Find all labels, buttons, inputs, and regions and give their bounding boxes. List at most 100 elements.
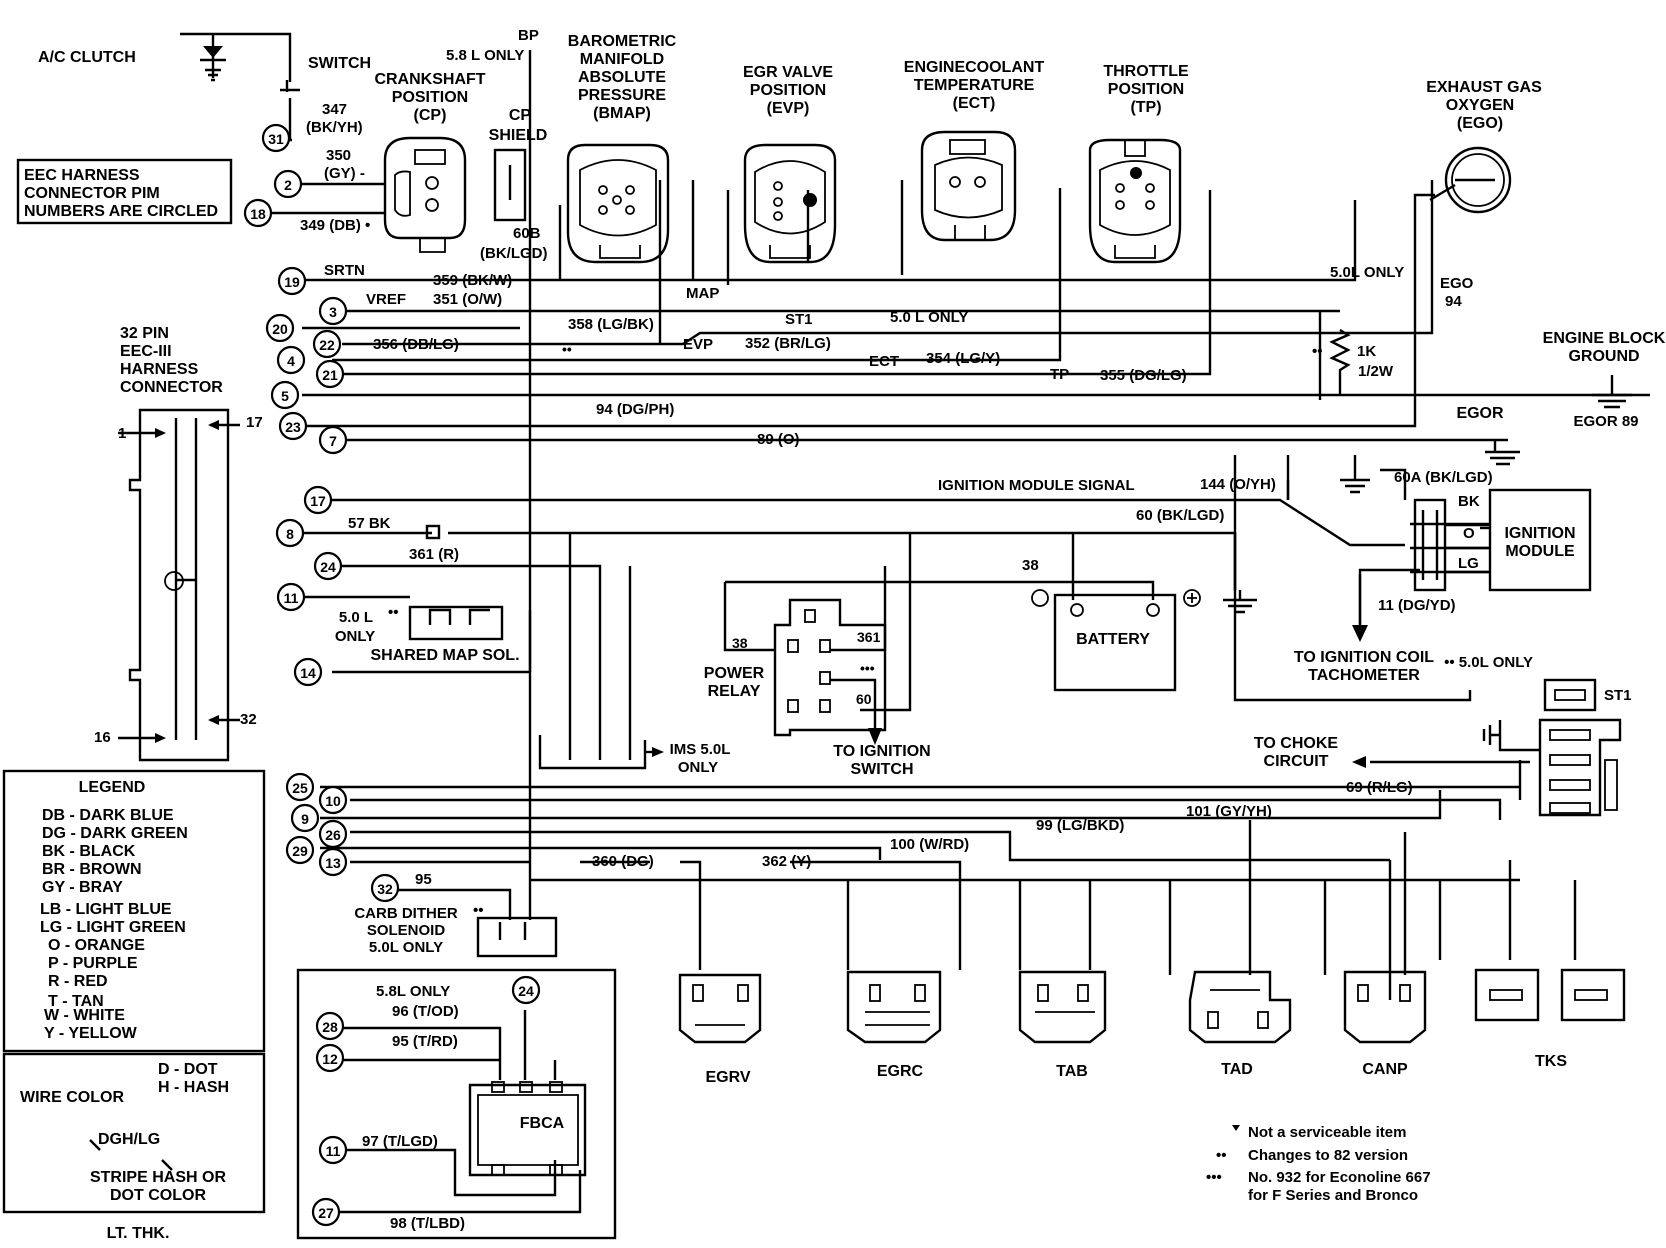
- connector-pin-1: 1: [118, 425, 126, 442]
- w362: 362 (Y): [762, 853, 811, 870]
- evp-label-3: (EVP): [767, 100, 810, 117]
- pin-3: 3: [318, 296, 348, 326]
- w60: 60 (BK/LGD): [1136, 507, 1224, 524]
- st1-label: ST1: [1604, 687, 1632, 704]
- legend-box: [2, 769, 266, 1053]
- connector-label-2: EEC-III: [120, 343, 172, 360]
- w60b: 60B: [513, 225, 541, 242]
- svg-text:29: 29: [292, 843, 308, 859]
- svg-text:4: 4: [287, 353, 295, 369]
- svg-text:10: 10: [325, 793, 341, 809]
- svg-text:21: 21: [322, 367, 338, 383]
- pin-4: 4: [276, 345, 306, 375]
- arrow-icon: [89, 1139, 101, 1151]
- ims-label-1: IMS 5.0L: [670, 741, 731, 758]
- to-ign-switch-label-1: TO IGNITION: [833, 743, 930, 760]
- ego-label-1: EXHAUST GAS: [1426, 79, 1542, 96]
- legend-item: GY - BRAY: [42, 879, 123, 896]
- tks-connector-b-icon: [1560, 968, 1626, 1022]
- pin-12-fbca: 12: [315, 1043, 345, 1073]
- pin-7: 7: [318, 425, 348, 455]
- st1-connector-icon: [1543, 678, 1597, 712]
- note-2: Changes to 82 version: [1248, 1147, 1408, 1164]
- pin-14: 14: [293, 657, 323, 687]
- sensor-symbols: [2, 46, 1632, 1240]
- eec-note-1: EEC HARNESS: [24, 167, 140, 184]
- pin-9: 9: [290, 803, 320, 833]
- wires: [180, 32, 1650, 1214]
- w69: 69 (R/LG): [1346, 779, 1413, 796]
- bk-label: BK: [1458, 493, 1480, 510]
- w96: 96 (T/OD): [392, 1003, 459, 1020]
- power-relay-icon: [773, 598, 887, 737]
- ground-icon: [1223, 375, 1632, 745]
- cp-label-1: CRANKSHAFT: [374, 71, 485, 88]
- svg-text:28: 28: [322, 1019, 338, 1035]
- tab-label: TAB: [1056, 1063, 1088, 1080]
- resistor-icon: [1329, 328, 1351, 395]
- evp-label-2: POSITION: [750, 82, 826, 99]
- connector-label-1: 32 PIN: [120, 325, 169, 342]
- w38: 38: [1022, 557, 1039, 574]
- svg-text:17: 17: [310, 493, 326, 509]
- legend-dot: D - DOT: [158, 1061, 218, 1078]
- svg-text:5: 5: [281, 388, 289, 404]
- w347c: (BK/YH): [306, 119, 363, 136]
- pin-10: 10: [318, 785, 348, 815]
- tp-sensor-icon: [1088, 138, 1182, 264]
- to-choke-label-2: CIRCUIT: [1264, 753, 1329, 770]
- ign-signal-label: IGNITION MODULE SIGNAL: [938, 477, 1135, 494]
- tks-connector-a-icon: [1474, 968, 1540, 1022]
- canp-connector-icon: [1343, 970, 1427, 1044]
- w95b: 95 (T/RD): [392, 1033, 458, 1050]
- power-relay-label-2: RELAY: [708, 683, 761, 700]
- cp-label-2: POSITION: [392, 89, 468, 106]
- dots-marker: ••: [473, 902, 484, 919]
- bmap-label-1: BAROMETRIC: [568, 33, 677, 50]
- diode-icon: [200, 46, 226, 82]
- tad-label: TAD: [1221, 1061, 1253, 1078]
- fbca-note-label: 5.8L ONLY: [376, 983, 450, 1000]
- ignition-module-label-2: MODULE: [1505, 543, 1575, 560]
- relay-361: 361: [857, 629, 881, 645]
- relay-38: 38: [732, 635, 748, 651]
- pin-19: 19: [277, 266, 307, 296]
- eec-note-box: [16, 158, 233, 225]
- legend-stripe-2: DOT COLOR: [110, 1187, 206, 1204]
- legend-item: BR - BROWN: [42, 861, 142, 878]
- egrc-label: EGRC: [877, 1063, 924, 1080]
- svg-text:27: 27: [318, 1205, 334, 1221]
- svg-text:11: 11: [284, 590, 299, 606]
- evp-sensor-icon: [743, 143, 837, 264]
- connector-pin-32: 32: [240, 711, 257, 728]
- pin-5: 5: [270, 380, 300, 410]
- legend-stripe-1: STRIPE HASH OR: [90, 1169, 226, 1186]
- bp-label: BP: [518, 27, 539, 44]
- svg-text:24: 24: [320, 559, 336, 575]
- legend-item: DB - DARK BLUE: [42, 807, 174, 824]
- ego-label-2: OXYGEN: [1446, 97, 1514, 114]
- pin-28-fbca: 28: [315, 1011, 345, 1041]
- map-solenoid-icon: [408, 605, 504, 641]
- w352: 352 (BR/LG): [745, 335, 831, 352]
- dots-marker: ••: [388, 604, 399, 621]
- svg-text:8: 8: [286, 526, 294, 542]
- bmap-label-4: PRESSURE: [578, 87, 666, 104]
- legend-item: R - RED: [48, 973, 108, 990]
- w101: 101 (GY/YH): [1186, 803, 1272, 820]
- crankshaft-sensor-icon: [383, 136, 467, 253]
- to-ign-switch-label-2: SWITCH: [850, 761, 913, 778]
- svg-text:3: 3: [329, 304, 337, 320]
- egrv-connector-icon: [678, 973, 762, 1044]
- w350: 350: [326, 147, 351, 164]
- dots-marker: •••: [860, 660, 875, 676]
- w11: 11 (DG/YD): [1378, 597, 1456, 614]
- w60bc: (BK/LGD): [480, 245, 548, 262]
- connector-label-3: HARNESS: [120, 361, 199, 378]
- ect-sensor-icon: [920, 130, 1017, 242]
- bp-note-label: 5.8 L ONLY: [446, 47, 524, 64]
- pin-32: 32: [370, 873, 400, 903]
- legend-item: O - ORANGE: [48, 937, 145, 954]
- connector-label-4: CONNECTOR: [120, 379, 223, 396]
